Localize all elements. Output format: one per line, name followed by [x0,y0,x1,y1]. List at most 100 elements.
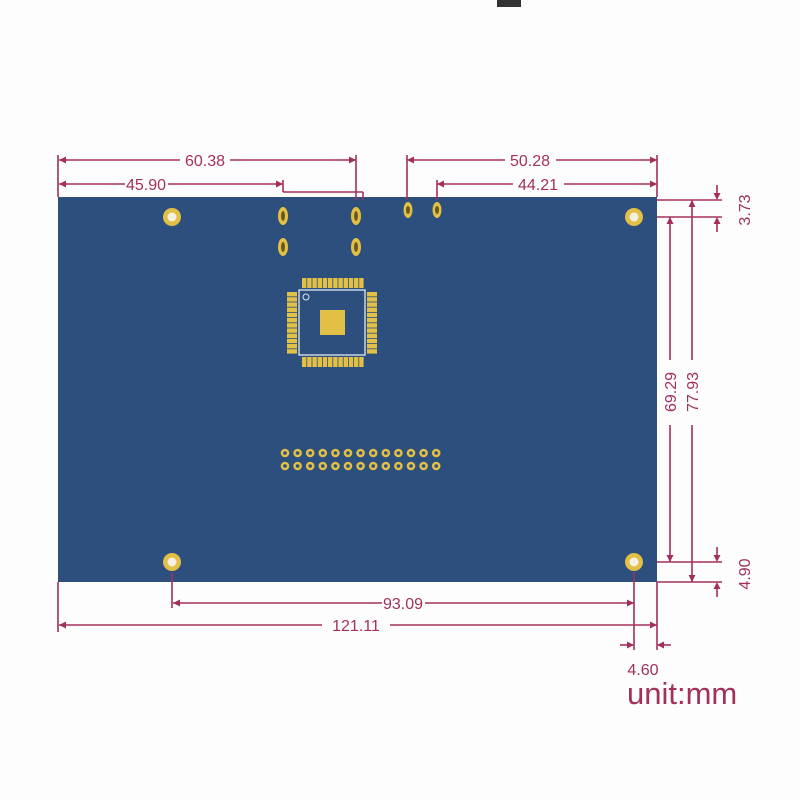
dimension-arrow [173,599,180,607]
slot-drill [406,206,410,214]
chip-pad-top [312,278,317,288]
slot-drill [435,206,439,214]
chip-pad-right [367,349,377,354]
mounting-holes [163,208,643,571]
header-pin-drill [346,464,350,468]
dim-60-38: 60.38 [185,153,225,170]
dim-4-90: 4.90 [737,558,754,589]
dim-4-60: 4.60 [627,662,658,679]
dimension-arrow [59,621,66,629]
pin1-marker [302,293,310,301]
chip-pad-right [367,318,377,323]
mounting-hole-drill [167,212,177,222]
header-pin-drill [409,451,413,455]
dimension-arrow [713,555,721,562]
dim-121-11: 121.11 [332,618,380,635]
pin-header-footprint [280,448,441,471]
dimension-lines [57,155,722,650]
chip-pad-bottom [343,357,348,367]
chip-pad-top [333,278,338,288]
mounting-hole-drill [167,557,177,567]
slot-drill [354,211,358,221]
chip-pad-bottom [354,357,359,367]
header-pin-drill [295,451,300,455]
header-pin-drill [321,464,325,468]
dimension-arrow [666,555,674,562]
header-pin-drill [358,451,363,455]
header-pin-drill [396,464,401,468]
header-pin-drill [434,464,439,468]
qfp-chip-footprint [287,278,377,367]
header-pin-drill [283,451,287,455]
chip-pad-top [328,278,333,288]
header-pin-drill [358,464,363,468]
header-pin-drill [396,451,401,455]
chip-pad-left [287,333,297,338]
header-pin-drill [384,464,388,468]
chip-pad-top [343,278,348,288]
dim-93-09: 93.09 [383,596,423,613]
chip-pad-right [367,344,377,349]
chip-pad-left [287,302,297,307]
dimension-arrow [627,641,634,649]
header-pin-drill [371,451,376,455]
dimension-arrow [688,575,696,582]
dimension-arrow [59,180,66,188]
dimension-arrow [349,156,356,164]
chip-pad-left [287,307,297,312]
dimension-arrow [650,621,657,629]
dim-69-29: 69.29 [663,372,680,412]
chip-pad-left [287,292,297,297]
slot-drill [354,242,358,252]
chip-pad-left [287,318,297,323]
chip-pad-right [367,338,377,344]
dim-50-28: 50.28 [510,153,550,170]
chip-pad-right [367,307,377,312]
header-pin-drill [371,464,376,468]
header-pin-drill [384,451,388,455]
chip-pad-top [302,278,307,288]
chip-outline [298,289,366,356]
dimension-arrow [713,217,721,224]
chip-pad-left [287,338,297,344]
chip-pad-right [367,328,377,333]
header-pin-drill [409,464,413,468]
dimension-arrow [407,156,414,164]
chip-pad-left [287,344,297,349]
chip-pad-top [354,278,359,288]
chip-pad-top [307,278,312,288]
header-pin-drill [434,451,439,455]
header-pin-drill [421,451,426,455]
dim-77-93: 77.93 [685,372,702,412]
chip-pad-bottom [348,357,354,367]
dimension-arrow [650,180,657,188]
chip-pad-bottom [328,357,333,367]
slot-drill [281,211,285,221]
header-pin-drill [333,464,338,468]
chip-pad-right [367,312,377,318]
dimension-arrow [713,582,721,589]
dimension-arrow [688,200,696,207]
chip-pad-bottom [333,357,338,367]
dimension-arrow [666,217,674,224]
mounting-hole-drill [629,557,639,567]
chip-pad-right [367,302,377,307]
top-edge-artifact [497,0,521,7]
dimension-arrow [627,599,634,607]
chip-pad-bottom [312,357,317,367]
chip-pad-left [287,323,297,328]
dimension-arrow [437,180,444,188]
unit-label: unit:mm [627,676,738,711]
header-pin-drill [321,451,325,455]
dim-45-90: 45.90 [126,177,166,194]
dimension-arrow [276,180,283,188]
chip-pads [287,278,377,367]
chip-pad-left [287,297,297,302]
header-pin-drill [346,451,350,455]
chip-pad-right [367,297,377,302]
chip-pad-top [348,278,354,288]
dimension-arrow [657,641,664,649]
chip-pad-right [367,333,377,338]
header-pin-drill [283,464,287,468]
